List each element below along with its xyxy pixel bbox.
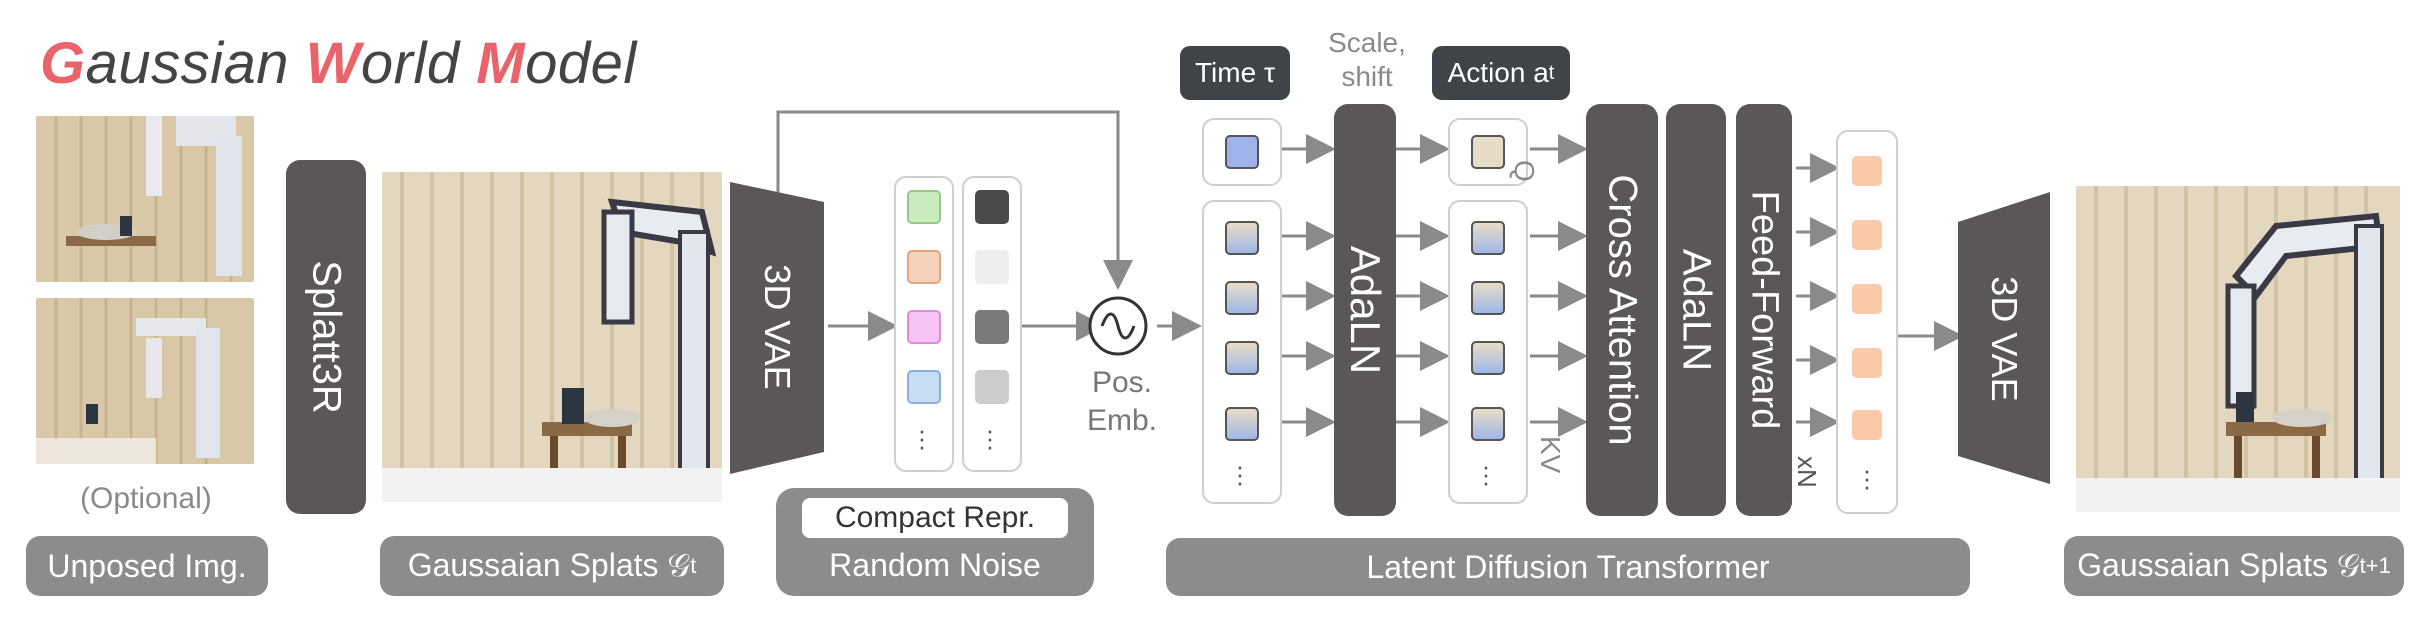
compact-token — [907, 250, 941, 284]
splats-t-sub: t — [690, 553, 697, 578]
time-token — [1225, 135, 1259, 169]
input-tokens-column: ··· — [1202, 200, 1282, 504]
action-token — [1471, 135, 1505, 169]
feed-forward-block: Feed-Forward — [1736, 104, 1792, 516]
noise-token — [975, 310, 1009, 344]
action-tag-sub: t — [1548, 61, 1555, 84]
title-part: orld — [360, 31, 477, 96]
compact-token — [907, 190, 941, 224]
pos-emb-line2: Emb. — [1086, 404, 1158, 437]
splats-t-image — [382, 172, 722, 502]
unposed-img-label: Unposed Img. — [26, 536, 268, 596]
pos-emb-line1: Pos. — [1091, 366, 1153, 399]
splats-next-text: Gaussaian Splats 𝒢 — [2077, 547, 2360, 583]
kv-token — [1471, 281, 1505, 315]
vae-left-label: 3D VAE — [757, 264, 798, 390]
input-image-1 — [36, 116, 254, 282]
title-part: aussian — [85, 31, 306, 96]
action-tag-text: Action a — [1447, 57, 1549, 88]
adaln-block-1: AdaLN — [1334, 104, 1396, 516]
output-token — [1852, 410, 1882, 440]
cross-attention-block: Cross Attention — [1586, 104, 1658, 516]
latent-token — [1225, 407, 1259, 441]
vae-left-block: 3D VAE — [730, 202, 824, 452]
vae-right-label: 3D VAE — [1984, 276, 2025, 402]
kv-label: KV — [1535, 436, 1566, 474]
compact-column: ··· — [894, 176, 954, 472]
q-label: Q — [1509, 160, 1540, 182]
feed-forward-label: Feed-Forward — [1743, 190, 1786, 430]
diagram-title: Gaussian World Model — [40, 30, 637, 97]
output-tokens-column: ··· — [1836, 130, 1898, 514]
noise-token — [975, 370, 1009, 404]
shift-line: shift — [1341, 61, 1393, 92]
compact-token — [907, 370, 941, 404]
repeat-label: xN — [1792, 456, 1822, 488]
pos-emb-label: Pos. Emb. — [1082, 364, 1162, 440]
title-part: M — [476, 31, 526, 96]
kv-token — [1471, 407, 1505, 441]
ellipsis: ··· — [985, 415, 995, 461]
ellipsis: ··· — [917, 415, 927, 461]
scale-line: Scale, — [1328, 27, 1406, 58]
scale-shift-label: Scale, shift — [1322, 26, 1412, 94]
output-token — [1852, 284, 1882, 314]
compact-repr-label: Compact Repr. — [802, 498, 1068, 538]
adaln-block-2: AdaLN — [1666, 104, 1726, 516]
vae-right-shape — [1958, 192, 2050, 484]
random-noise-text: Random Noise — [829, 547, 1041, 583]
title-part: G — [40, 31, 86, 96]
time-tag: Time τ — [1180, 46, 1290, 100]
splatt3r-block: Splatt3R — [286, 160, 366, 514]
latent-token — [1225, 281, 1259, 315]
splats-next-sub: t+1 — [2359, 553, 2391, 578]
title-part: odel — [525, 31, 637, 96]
noise-token — [975, 190, 1009, 224]
splats-t-text: Gaussaian Splats 𝒢 — [407, 547, 691, 583]
splatt3r-label: Splatt3R — [304, 260, 349, 414]
input-image-2 — [36, 298, 254, 464]
latent-token — [1225, 221, 1259, 255]
latent-token — [1225, 341, 1259, 375]
optional-label: (Optional) — [80, 482, 212, 515]
vae-right-block: 3D VAE — [1958, 222, 2050, 456]
kv-token — [1471, 221, 1505, 255]
noise-token — [975, 250, 1009, 284]
title-part: W — [305, 31, 361, 96]
output-token — [1852, 348, 1882, 378]
cross-attention-label: Cross Attention — [1600, 174, 1645, 446]
kv-tokens-column: ··· — [1448, 200, 1528, 504]
output-token — [1852, 220, 1882, 250]
ldt-label: Latent Diffusion Transformer — [1166, 538, 1970, 596]
splats-next-image — [2076, 186, 2400, 512]
time-token-box — [1202, 118, 1282, 186]
adaln-2-label: AdaLN — [1674, 248, 1719, 372]
noise-column: ··· — [962, 176, 1022, 472]
ellipsis: ··· — [1235, 451, 1245, 497]
adaln-1-label: AdaLN — [1342, 245, 1389, 375]
ellipsis: ··· — [1481, 451, 1491, 497]
output-token — [1852, 156, 1882, 186]
ellipsis: ··· — [1862, 455, 1872, 501]
compact-token — [907, 310, 941, 344]
vae-left-shape — [730, 182, 824, 474]
sinusoid-icon — [1100, 312, 1136, 340]
kv-token — [1471, 341, 1505, 375]
action-token-box — [1448, 118, 1528, 186]
